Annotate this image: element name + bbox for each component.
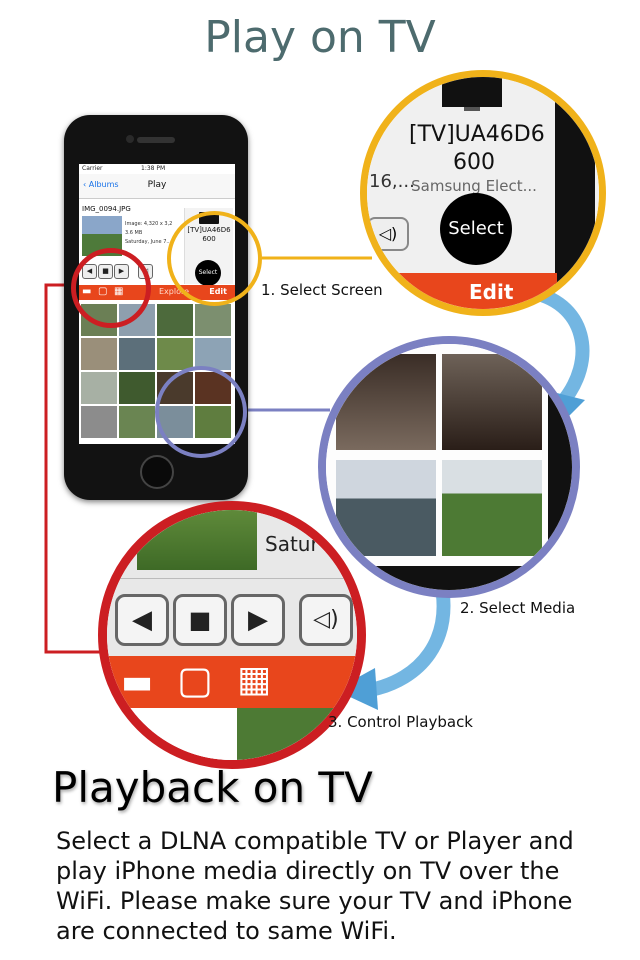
media-thumb[interactable]	[119, 338, 155, 370]
media-thumb[interactable]	[195, 304, 231, 336]
zoom-toolbar	[367, 273, 557, 309]
media-thumb[interactable]	[119, 406, 155, 438]
step-3-label: 3. Control Playback	[328, 713, 473, 731]
media-thumb[interactable]	[442, 354, 542, 450]
media-highlight	[155, 366, 247, 458]
phone-edge	[555, 77, 595, 309]
meta-line: 3.6 MB	[125, 230, 143, 236]
speaker-icon[interactable]: ◁)	[299, 594, 353, 646]
zoom-edit-button[interactable]: Edit	[469, 280, 514, 304]
curved-arrow-icon	[363, 571, 451, 697]
tab-explore[interactable]: Explore	[159, 287, 190, 296]
zoom-tv-name: [TV]UA46D6 600	[409, 121, 545, 177]
next-icon[interactable]: ▶	[231, 594, 285, 646]
media-thumb[interactable]	[237, 708, 357, 760]
media-thumb[interactable]	[157, 338, 193, 370]
photo-icon[interactable]: ▢	[177, 658, 213, 702]
zoom-bg-lower	[107, 708, 237, 760]
controls-highlight	[71, 248, 151, 328]
zoom-tv-maker: Samsung Elect...	[411, 177, 537, 195]
home-button[interactable]	[140, 455, 174, 489]
select-screen-highlight	[167, 211, 262, 306]
earpiece	[137, 137, 175, 143]
phone-edge	[548, 344, 572, 590]
zoom-select-media	[318, 336, 580, 598]
camera-icon	[126, 135, 134, 143]
selected-photo	[137, 510, 257, 570]
description-text: Select a DLNA compatible TV or Player an…	[56, 827, 574, 945]
file-name: IMG_0094.JPG	[82, 205, 131, 213]
media-thumb[interactable]	[195, 338, 231, 370]
step-1-label: 1. Select Screen	[261, 281, 383, 299]
tv-icon	[442, 77, 502, 107]
divider	[107, 578, 357, 579]
nav-bar: ‹ Albums Play	[79, 174, 235, 199]
media-thumb[interactable]	[81, 338, 117, 370]
step-2-label: 2. Select Media	[460, 599, 576, 617]
red-connector	[44, 283, 108, 654]
media-thumb[interactable]	[157, 304, 193, 336]
zoom-tv-name-line2: 600	[453, 150, 495, 175]
zoom-select-screen: [TV]UA46D6 600 16,... Samsung Elect... ◁…	[360, 70, 606, 316]
stop-icon[interactable]: ■	[173, 594, 227, 646]
meta-line: Saturday, June 7...	[125, 239, 172, 245]
media-thumb[interactable]	[119, 372, 155, 404]
zoom-left-fragment: 16,...	[369, 171, 415, 192]
photo-meta: Image: 4,320 x 3,2 3.6 MB Saturday, June…	[125, 220, 172, 247]
video-icon[interactable]: ▦	[237, 659, 272, 700]
status-bar: Carrier 1:38 PM	[79, 164, 235, 174]
media-thumb[interactable]	[336, 354, 436, 450]
nav-title: Play	[147, 180, 167, 190]
page-title: Play on TV	[204, 12, 436, 63]
media-thumb[interactable]	[81, 406, 117, 438]
section-heading: Playback on TV	[52, 763, 373, 812]
tv-stand	[464, 107, 480, 111]
zoom-toolbar	[107, 656, 357, 708]
meta-line: Image: 4,320 x 3,2	[125, 221, 173, 227]
carrier-label: Carrier	[82, 165, 103, 172]
phone-edge	[326, 566, 572, 590]
zoom-tv-name-line1: [TV]UA46D6	[409, 122, 545, 147]
zoom-date-fragment: Satur	[265, 532, 319, 556]
folder-icon[interactable]: ▬	[121, 662, 154, 702]
prev-icon[interactable]: ◀	[115, 594, 169, 646]
back-button[interactable]: ‹ Albums	[83, 180, 119, 189]
speaker-icon[interactable]: ◁)	[367, 217, 409, 251]
zoom-select-button[interactable]: Select	[440, 193, 512, 265]
media-thumb[interactable]	[442, 460, 542, 556]
zoom-control-playback: Satur ◀ ■ ▶ ◁) ▬ ▢ ▦	[98, 501, 366, 769]
media-thumb[interactable]	[81, 372, 117, 404]
back-label: Albums	[88, 180, 119, 189]
status-time: 1:38 PM	[141, 165, 166, 172]
